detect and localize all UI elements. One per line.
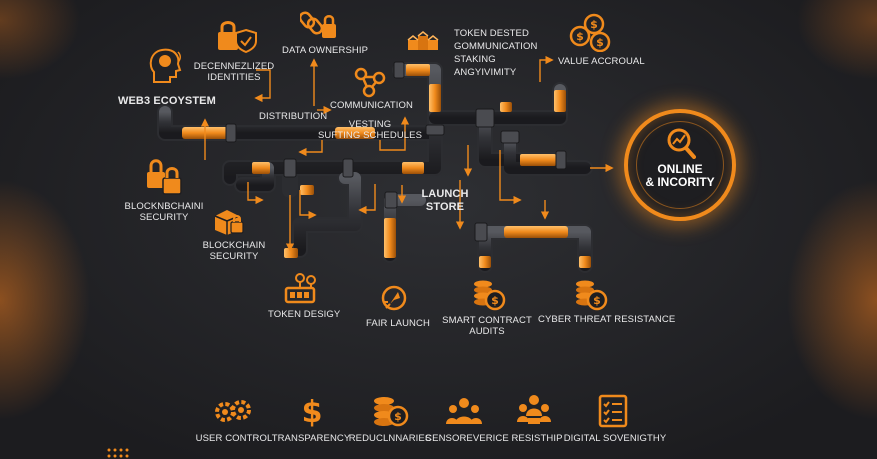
- people-icon: [446, 396, 482, 426]
- hub-title: ONLINE & INCORITY: [645, 162, 715, 189]
- label-cyber-threat-resistance: CYBER THREAT RESISTANCE: [538, 314, 676, 325]
- label-blockchain-security-1: BLOCKNBCHAINI SECURITY: [124, 201, 204, 223]
- dollar-icon: $: [298, 394, 326, 428]
- label-web3-ecosystem: WEB3 ECOYSTEM: [118, 95, 216, 107]
- checklist-icon: [598, 394, 628, 428]
- head-brain-icon: [148, 46, 184, 86]
- label-communication: COMMUNICATION: [330, 100, 413, 111]
- label-transparency: TRANSPARENCY: [271, 433, 351, 444]
- link-nodes-icon: [353, 66, 387, 98]
- dollar-coins-icon: $ $ $: [568, 12, 612, 52]
- token-stack-icon: [406, 30, 440, 54]
- coins-icon: $: [372, 394, 410, 428]
- magnifier-chart-icon: [666, 127, 696, 159]
- gears-icon: [213, 396, 255, 428]
- hub-circle: ONLINE & INCORITY: [624, 109, 736, 221]
- svg-text:$: $: [576, 30, 584, 43]
- label-distribution: DISTRIBUTION: [259, 111, 328, 122]
- label-data-ownership: DATA OWNERSHIP: [282, 45, 369, 56]
- label-token-vested: TOKEN DESTED GOMMUNICATION STAKING ANGYI…: [454, 28, 538, 78]
- decorative-dots: [106, 446, 130, 459]
- label-value-accrual: VALUE ACCROUAL: [558, 56, 645, 67]
- label-censoreverice: CENSOREVERICE: [425, 433, 509, 444]
- label-reduclnnaries: REDUCLNNARIES: [348, 433, 432, 444]
- label-user-control: USER CONTROL: [195, 433, 273, 444]
- label-decentralized-identities: DECENNEZLIZED IDENTITIES: [193, 61, 275, 83]
- label-resisthip: RESISTHIP: [511, 433, 563, 444]
- padlocks-icon: [145, 156, 185, 196]
- token-design-icon: [284, 272, 320, 304]
- svg-text:$: $: [593, 294, 601, 307]
- svg-text:$: $: [491, 294, 499, 307]
- svg-text:$: $: [302, 395, 323, 428]
- svg-text:$: $: [596, 36, 604, 49]
- team-icon: [516, 394, 552, 426]
- label-launch-store: LAUNCH STORE: [421, 188, 469, 213]
- rocket-launch-icon: [378, 284, 410, 314]
- label-digital-sovenigthy: DIGITAL SOVENIGTHY: [563, 433, 667, 444]
- label-token-design: TOKEN DESIGY: [268, 309, 341, 320]
- svg-text:$: $: [394, 410, 402, 423]
- chain-lock-icon: [300, 8, 340, 42]
- lock-box-icon: [213, 206, 245, 236]
- label-vesting: VESTING SUFTING SCHEDULES: [317, 119, 423, 141]
- flow-arrows: [200, 55, 614, 252]
- label-smart-contract-audits: SMART CONTRACT AUDITS: [442, 315, 532, 337]
- coin-shield-icon: $: [574, 278, 608, 312]
- label-fair-launch: FAIR LAUNCH: [366, 318, 430, 329]
- label-blockchain-security-2: BLOCKCHAIN SECURITY: [202, 240, 266, 262]
- lock-shield-icon: [216, 18, 258, 54]
- svg-text:$: $: [590, 18, 598, 31]
- coin-stack-icon: $: [472, 278, 506, 312]
